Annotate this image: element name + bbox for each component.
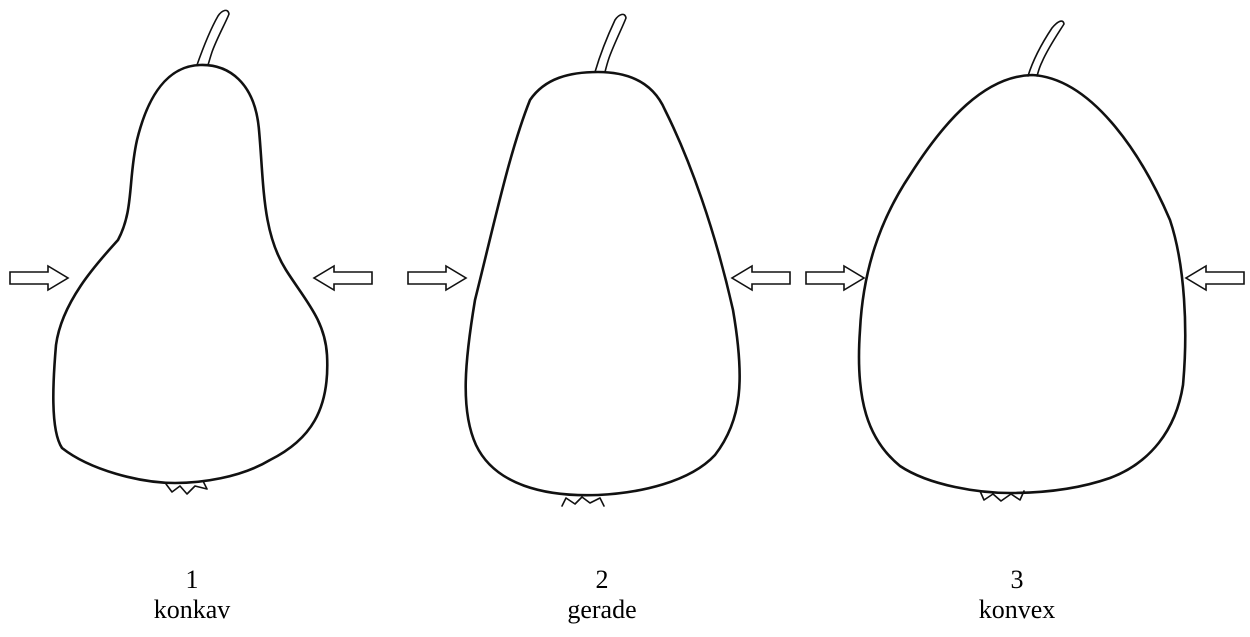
caption-1: 1 konkav bbox=[92, 565, 292, 625]
pear-concave-calyx bbox=[165, 480, 208, 495]
caption-3-number: 3 bbox=[1010, 565, 1024, 594]
caption-2: 2 gerade bbox=[502, 565, 702, 625]
arrow-right-3 bbox=[805, 264, 866, 292]
arrow-right-2 bbox=[407, 264, 468, 292]
pear-straight-outline bbox=[464, 70, 741, 497]
pear-convex bbox=[857, 20, 1187, 502]
pear-straight-calyx bbox=[561, 496, 605, 507]
arrow-left-2 bbox=[730, 264, 791, 292]
pear-straight-stem bbox=[594, 13, 627, 73]
pear-concave-outline bbox=[52, 63, 329, 485]
pear-convex-outline bbox=[857, 73, 1187, 495]
caption-1-label: konkav bbox=[153, 595, 231, 624]
pear-straight bbox=[464, 13, 741, 507]
pear-concave-stem bbox=[196, 9, 230, 66]
pear-convex-stem bbox=[1027, 20, 1065, 77]
caption-1-number: 1 bbox=[185, 565, 199, 594]
arrow-right-1 bbox=[9, 264, 70, 292]
caption-3-label: konvex bbox=[978, 595, 1056, 624]
pear-concave bbox=[52, 9, 329, 495]
arrow-left-1 bbox=[312, 264, 373, 292]
caption-2-label: gerade bbox=[567, 595, 637, 624]
caption-3: 3 konvex bbox=[917, 565, 1117, 625]
caption-2-number: 2 bbox=[595, 565, 609, 594]
arrow-left-3 bbox=[1184, 264, 1245, 292]
pear-convex-calyx bbox=[979, 490, 1025, 502]
